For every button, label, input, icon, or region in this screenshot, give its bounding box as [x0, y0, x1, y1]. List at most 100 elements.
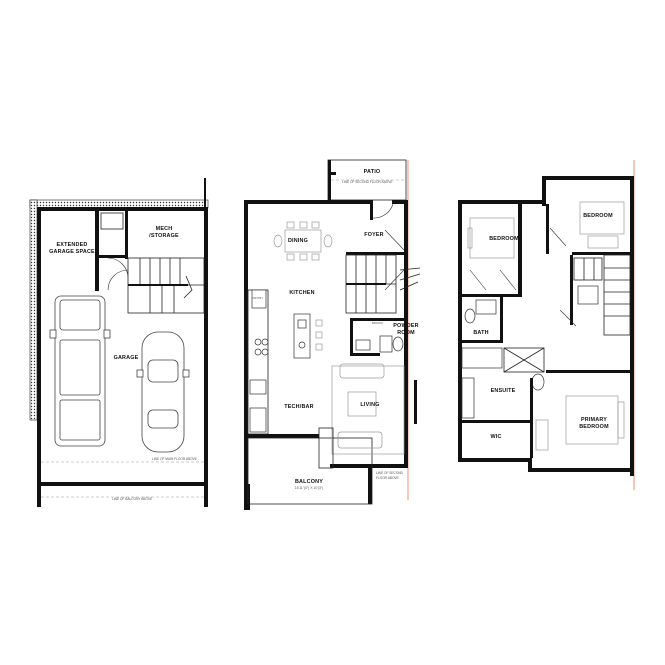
label-bedroom-1: BEDROOM [489, 236, 519, 242]
label-mech-2: /STORAGE [149, 233, 179, 239]
upper-bottom-step-wall [528, 458, 532, 470]
cooktop-burner-4 [261, 348, 269, 356]
ensuite-shower-x2 [503, 347, 545, 373]
label-balcony: BALCONY [295, 479, 323, 485]
upper-top-right-wall [542, 176, 634, 180]
powder-left-wall [350, 318, 353, 356]
ensuite-bottom-wall [462, 420, 532, 423]
living-furniture [331, 363, 417, 455]
note-second-floor-above-top: LINE OF SECOND FLOOR ABOVE [342, 180, 392, 184]
bedroom2-bottom-wall [572, 252, 630, 255]
label-kitchen: KITCHEN [289, 290, 314, 296]
label-living: LIVING [360, 402, 379, 408]
hall-wall [570, 255, 573, 325]
bath-right-wall [500, 297, 503, 343]
foyer-door-jamb [370, 200, 373, 220]
garage-top-wall [37, 207, 208, 211]
note-balcony-above: LINE OF BALCONY ABOVE [112, 497, 152, 501]
fridge [249, 379, 267, 395]
garage-bottom-wall [37, 482, 208, 486]
island-stool-1 [315, 319, 323, 327]
upper-bottom-left-wall [458, 458, 530, 462]
label-extended-garage-1: EXTENDED [57, 242, 88, 248]
pantry-unit [251, 289, 267, 309]
upper-stair [573, 254, 631, 336]
label-extended-garage-2: GARAGE SPACE [49, 249, 95, 255]
label-bedroom-2: BEDROOM [583, 213, 613, 219]
upper-top-left-wall [458, 200, 544, 204]
upper-bottom-right-wall [528, 468, 634, 472]
main-level-plan: PATIO LINE OF SECOND FLOOR ABOVE DINING … [244, 159, 421, 510]
garage-door-jamb-left [37, 486, 41, 506]
mech-low-wall [95, 255, 125, 258]
bath-vanity [475, 299, 497, 315]
mech-unit [100, 212, 124, 230]
patio-post [328, 172, 336, 175]
upper-level-plan: BEDROOM BEDROOM BATH ENSUITE WIC PRIMARY… [458, 160, 635, 490]
bedroom1-closet-door-2 [499, 269, 517, 291]
main-right-wall [404, 200, 408, 468]
primary-headboard [617, 401, 625, 439]
upper-notch-wall [542, 176, 546, 206]
island-stool-2 [315, 331, 323, 339]
primary-top-wall [546, 370, 630, 373]
bedroom2-bed [579, 201, 625, 235]
ensuite-toilet [531, 373, 545, 391]
ensuite-tub [461, 347, 503, 369]
label-balcony-dims: 15'11"(0") X 10'(3") [295, 486, 323, 490]
ensuite-vanity [461, 377, 475, 419]
cooktop-burner-2 [254, 348, 262, 356]
dining-table [273, 221, 333, 261]
powder-top-wall [350, 318, 404, 321]
garage-top-post [204, 178, 206, 208]
label-powder-1: POWDER [393, 323, 418, 329]
bedroom1-closet-door [469, 269, 487, 291]
main-left-wall [244, 200, 248, 510]
foyer-closet-door [384, 229, 405, 251]
mech-left-wall [95, 211, 99, 291]
garage-door-jamb-right [204, 486, 208, 506]
patio-left-wall [328, 160, 331, 200]
balcony-right-wall [368, 464, 372, 504]
garage-left-wall [37, 207, 41, 507]
note-second-floor-above-1: LINE OF SECOND [376, 471, 404, 475]
label-primary-1: PRIMARY [581, 417, 607, 423]
bath-toilet [464, 308, 476, 324]
sedan-outline [136, 331, 190, 453]
garage-top-hatch [29, 199, 209, 209]
main-top-wall [244, 200, 370, 204]
laundry-door [559, 309, 577, 327]
laundry-unit [577, 285, 599, 305]
wic-right-wall [530, 378, 533, 458]
tech-bar-cabinet [249, 407, 267, 433]
bedroom2-bench [587, 235, 619, 249]
mech-divider-wall [125, 211, 128, 259]
label-tech-bar: TECH/BAR [284, 404, 313, 410]
upper-left-wall [458, 200, 462, 462]
island-sink [297, 319, 307, 329]
label-patio: PATIO [364, 169, 381, 175]
foyer-closet-door-2 [384, 269, 405, 291]
garage-right-wall [204, 207, 208, 507]
label-ensuite: ENSUITE [491, 388, 516, 394]
label-bath: BATH [473, 330, 488, 336]
main-stair [345, 254, 421, 314]
bedroom2-left-wall [546, 204, 549, 254]
powder-cabinet [355, 339, 371, 351]
label-primary-2: BEDROOM [579, 424, 609, 430]
note-second-floor-above-2: FLOOR ABOVE [376, 476, 399, 480]
bedroom2-door [549, 227, 567, 247]
foyer-bottom-wall [346, 252, 404, 255]
powder-bottom-wall [350, 353, 380, 356]
note-main-floor-above: LINE OF MAIN FLOOR ABOVE [152, 457, 197, 461]
note-broom: BROOM [372, 321, 383, 325]
stair-door-swing [107, 269, 129, 291]
garage-stair [127, 257, 205, 314]
primary-dresser [535, 419, 549, 451]
bedroom1-pillow [467, 227, 473, 249]
mech-door-swing [107, 257, 129, 279]
balcony-left-post [244, 484, 250, 510]
label-powder-2: ROOM [397, 330, 415, 336]
bedroom1-right-wall [518, 204, 522, 294]
